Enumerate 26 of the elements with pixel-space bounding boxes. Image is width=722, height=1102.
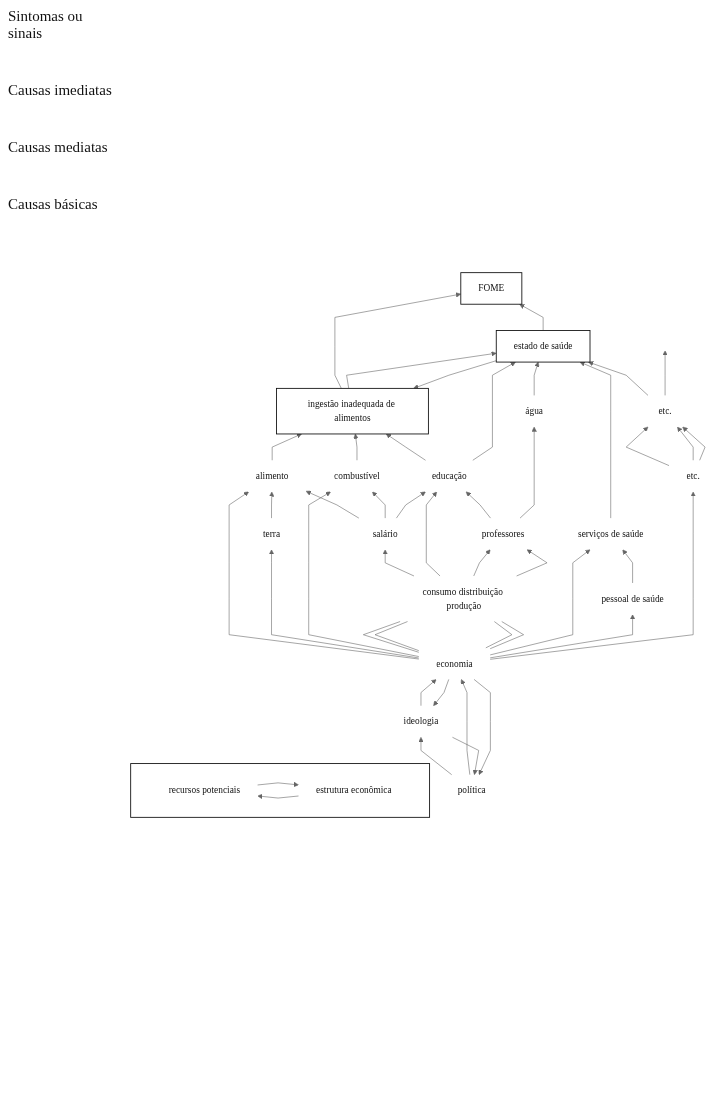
node-text: água bbox=[525, 405, 543, 416]
node-text: política bbox=[457, 785, 486, 796]
connector bbox=[363, 621, 420, 653]
level-label: Causas mediatas bbox=[8, 139, 109, 156]
node-text: serviços de saúde bbox=[578, 528, 644, 539]
node-text: pessoal de saúde bbox=[601, 593, 664, 604]
node-box: ingestão inadequada de alimentos bbox=[276, 387, 429, 435]
node-text: combustível bbox=[334, 470, 380, 481]
node-box: estado de saúde bbox=[495, 330, 591, 363]
node-text: ideologia bbox=[403, 716, 439, 727]
node-text: etc. bbox=[658, 405, 672, 416]
node-text: estrutura econômica bbox=[316, 785, 392, 796]
level-label: Sintomas ou sinais bbox=[8, 8, 84, 42]
node-text: consumo distribuição produção bbox=[422, 586, 503, 611]
node-text: economia bbox=[436, 658, 473, 669]
cluster bbox=[130, 763, 431, 818]
node-text: recursos potenciais bbox=[168, 785, 241, 796]
level-label: Causas básicas bbox=[8, 196, 99, 213]
node-text: educação bbox=[431, 470, 467, 481]
node-text: terra bbox=[262, 528, 281, 539]
level-label: Causas imediatas bbox=[8, 82, 113, 99]
node-text: professores bbox=[481, 528, 525, 539]
node-text: etc. bbox=[686, 470, 700, 481]
node-text: salário bbox=[372, 528, 398, 539]
node-box: FOME bbox=[460, 272, 523, 305]
node-text: alimento bbox=[255, 470, 289, 481]
